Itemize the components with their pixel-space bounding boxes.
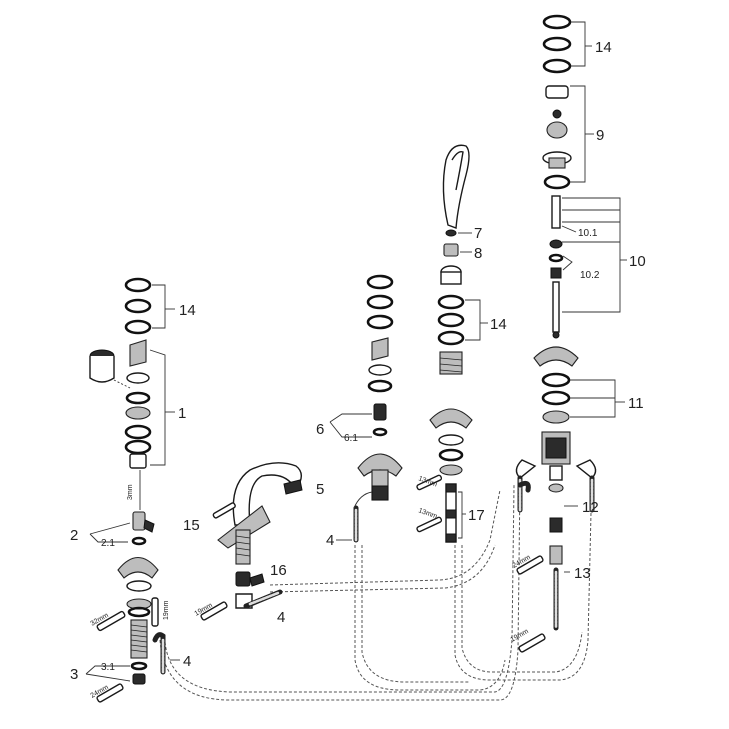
wrench-icon [200,601,228,621]
callout-3-1: 3.1 [101,662,115,673]
hose-lines [159,469,593,701]
spout-assembly [217,462,303,609]
tool-icons [96,474,546,703]
callout-11: 11 [628,395,644,412]
callout-13: 13 [574,565,591,582]
diverter-assembly [515,14,597,631]
callout-labels: 14 1 2 2.1 3 3.1 4 15 5 16 4 6 6.1 4 7 8… [70,39,646,683]
leader-lines-shower [458,232,488,539]
wrench-icon [96,683,124,703]
callout-3: 3 [70,666,78,683]
callout-8: 8 [474,245,482,262]
leader-lines-middle [329,413,372,541]
callout-6-1: 6.1 [344,433,358,444]
callout-2-1: 2.1 [101,538,115,549]
hand-shower-assembly [429,144,473,543]
callout-1: 1 [178,405,186,422]
tool-size-label: 3mm [127,484,134,500]
callout-2: 2 [70,527,78,544]
callout-4: 4 [183,653,191,670]
callout-10-2: 10.2 [580,270,600,281]
tool-size-label: 19mm [163,600,170,620]
tool-size-labels: 3mm 32mm 19mm 24mm 19mm 13mm 13mm 24mm 1… [90,475,532,699]
middle-valve-assembly [353,274,403,543]
leader-lines-diverter [561,21,627,573]
callout-12: 12 [582,499,599,516]
callout-9: 9 [596,127,604,144]
callout-4: 4 [277,609,285,626]
wrench-icon [416,516,443,533]
callout-7: 7 [474,225,482,242]
valve-cap [89,349,131,389]
wrench-icon [151,597,159,627]
leader-lines-left [85,284,180,682]
callout-4: 4 [326,532,334,549]
left-valve-assembly [89,277,166,685]
callout-14: 14 [179,302,196,319]
callout-16: 16 [270,562,287,579]
callout-6: 6 [316,421,324,438]
callout-14: 14 [595,39,612,56]
wrench-icon [518,633,546,653]
wrench-icon [212,502,236,519]
wrench-icon [96,610,126,632]
callout-10-1: 10.1 [578,228,598,239]
callout-5: 5 [316,481,324,498]
wrench-icon [516,555,544,575]
wrench-icon [416,474,443,491]
callout-17: 17 [468,507,485,524]
callout-15: 15 [183,517,200,534]
tool-size-label: 13mm [417,507,438,520]
callout-10: 10 [629,253,646,270]
callout-14: 14 [490,316,507,333]
